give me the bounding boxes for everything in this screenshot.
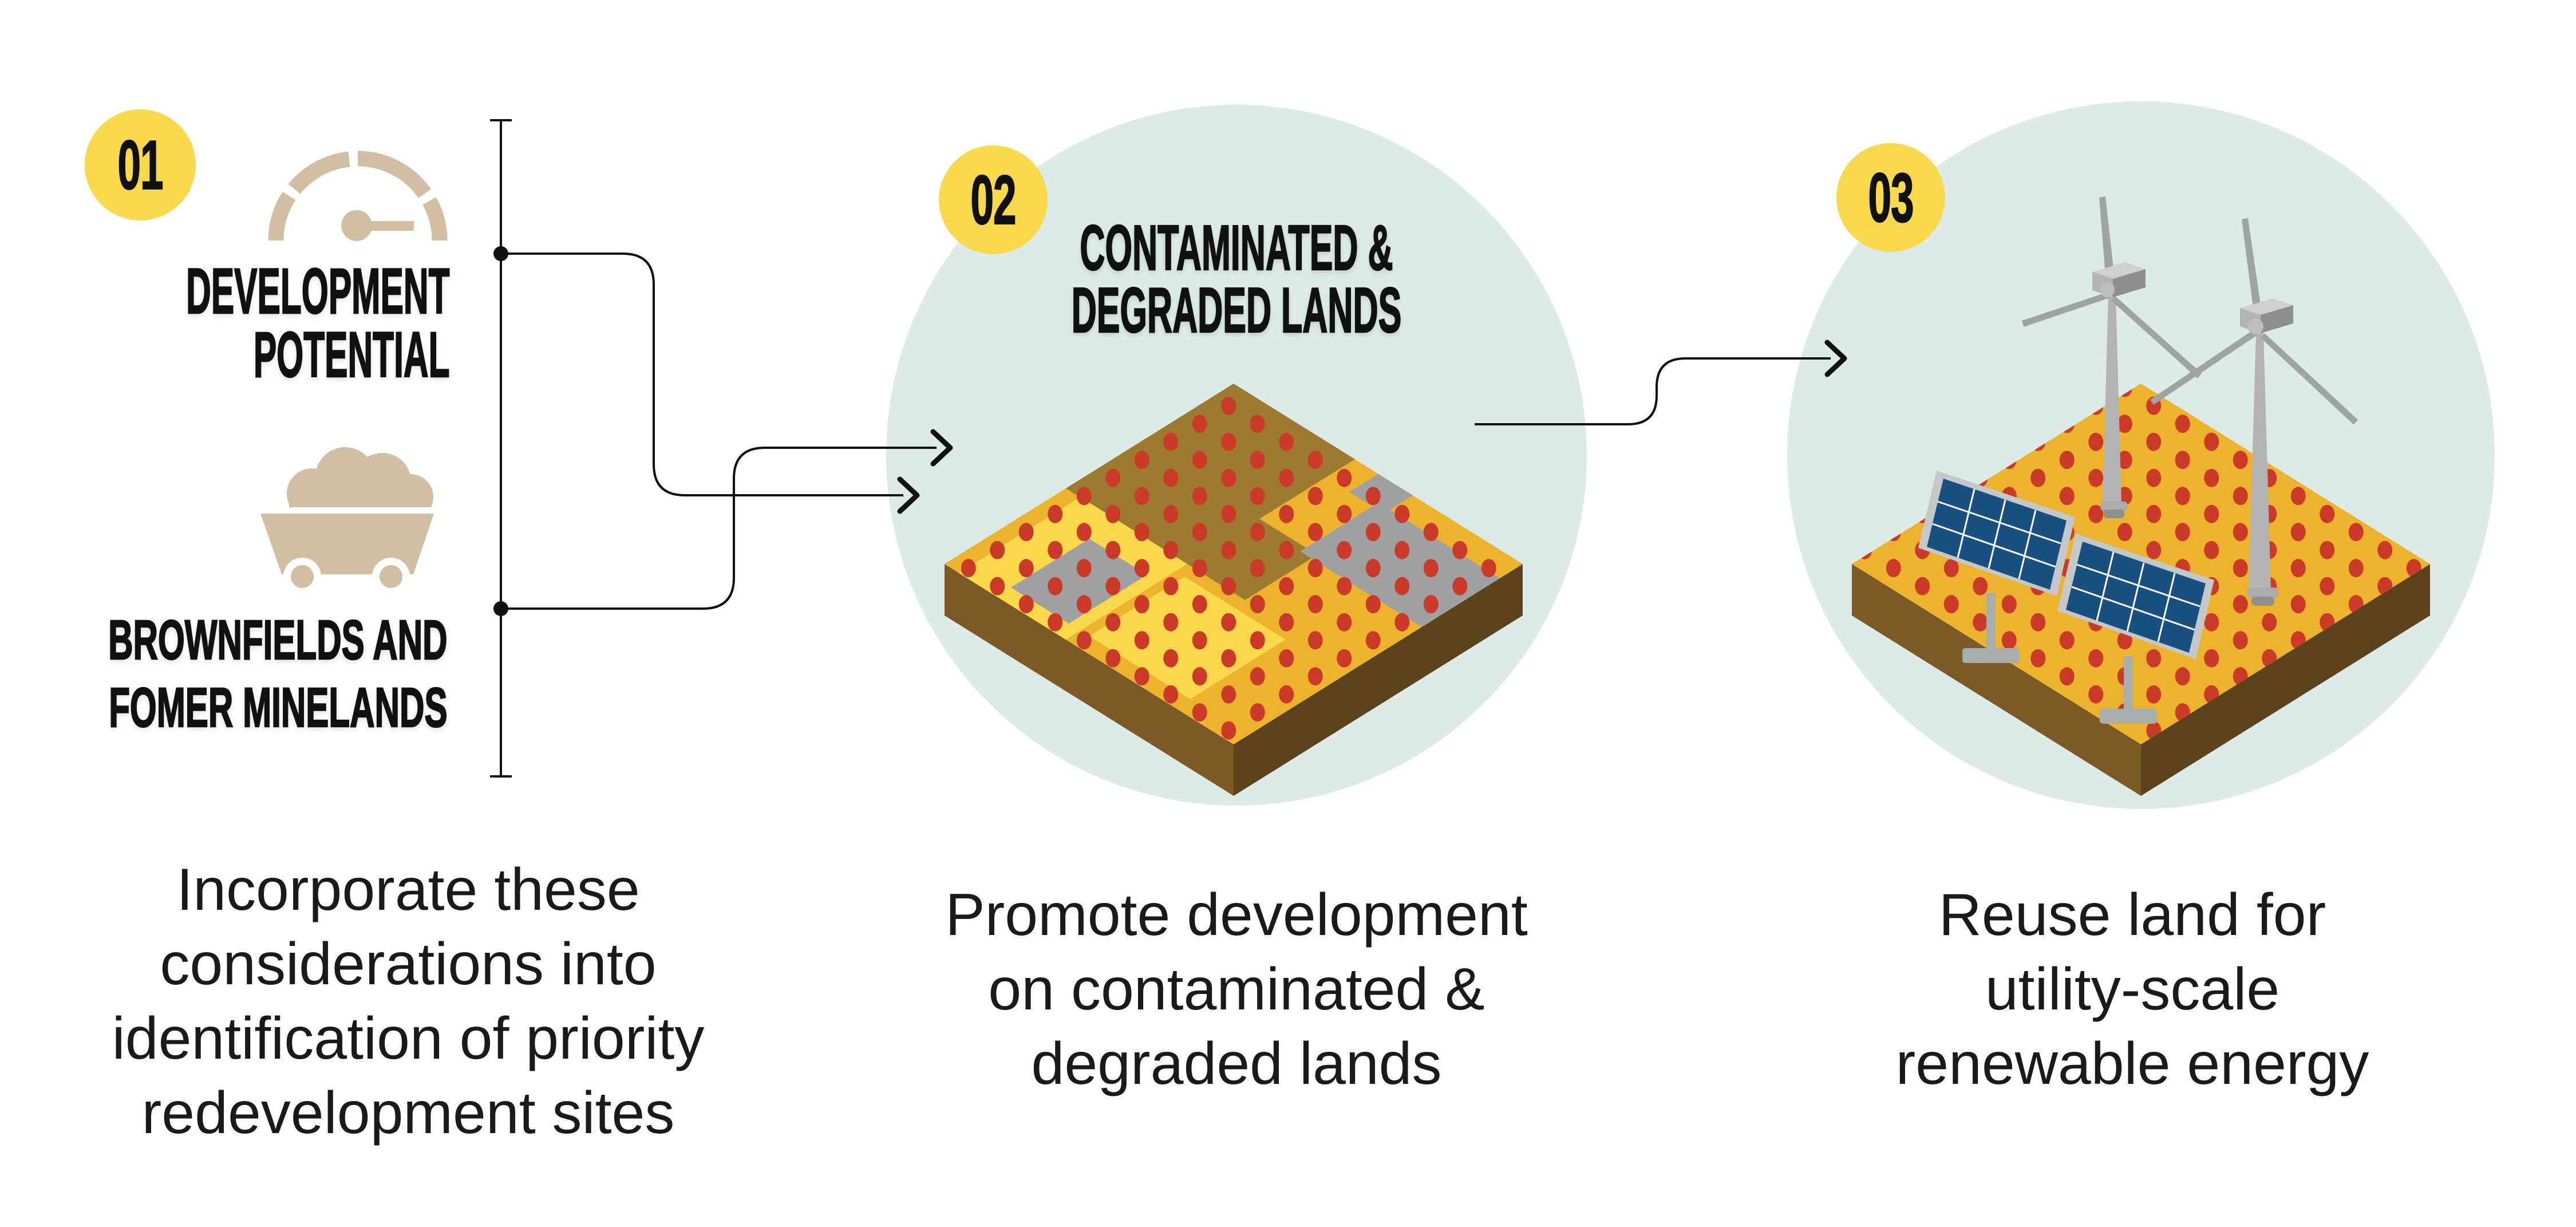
criteria-bracket: [490, 119, 512, 778]
arrow-criteria-to-step2-lower-icon: [501, 252, 920, 514]
caption-line: identification of priority: [112, 1005, 705, 1072]
wind-turbines-icon: [2022, 196, 2358, 606]
caption-line: considerations into: [160, 931, 657, 997]
caption-line: Promote development: [945, 882, 1528, 948]
label-line: FOMER MINELANDS: [109, 676, 448, 740]
caption-line: degraded lands: [1031, 1031, 1442, 1097]
label-line: POTENTIAL: [254, 319, 451, 390]
step-1-badge: 01: [85, 109, 196, 220]
gauge-icon: [268, 151, 448, 241]
step-1-caption: Incorporate these considerations into id…: [65, 853, 752, 1150]
solar-panels-icon: [1918, 471, 2214, 724]
label-development-potential: DEVELOPMENT POTENTIAL: [0, 255, 451, 390]
heading-line: DEGRADED LANDS: [1071, 275, 1402, 346]
step-2-badge: 02: [939, 145, 1048, 254]
caption-line: redevelopment sites: [141, 1080, 675, 1146]
heading-line: CONTAMINATED &: [1080, 212, 1394, 283]
arrow-step2-to-step3-icon: [1475, 340, 1847, 425]
step-2-number: 02: [970, 160, 1017, 239]
label-brownfields-minelands: BROWNFIELDS AND FOMER MINELANDS: [0, 606, 448, 741]
step-1-number: 01: [117, 125, 164, 204]
label-line: DEVELOPMENT: [186, 255, 451, 327]
caption-line: Incorporate these: [176, 857, 640, 923]
heading-contaminated-degraded-lands: CONTAMINATED & DEGRADED LANDS: [807, 212, 1666, 346]
step-3-badge: 03: [1836, 143, 1945, 252]
arrow-criteria-to-step2-upper-icon: [501, 429, 953, 610]
step-3-caption: Reuse land for utility-scale renewable e…: [1789, 878, 2476, 1101]
step-3-number: 03: [1868, 158, 1914, 237]
caption-line: on contaminated &: [988, 956, 1485, 1023]
caption-line: renewable energy: [1895, 1031, 2369, 1097]
contaminated-land-icon: [945, 384, 1523, 796]
mine-cart-icon: [258, 447, 452, 595]
step-2-caption: Promote development on contaminated & de…: [893, 878, 1580, 1101]
caption-line: utility-scale: [1985, 956, 2280, 1023]
caption-line: Reuse land for: [1938, 882, 2326, 948]
label-line: BROWNFIELDS AND: [108, 608, 448, 672]
